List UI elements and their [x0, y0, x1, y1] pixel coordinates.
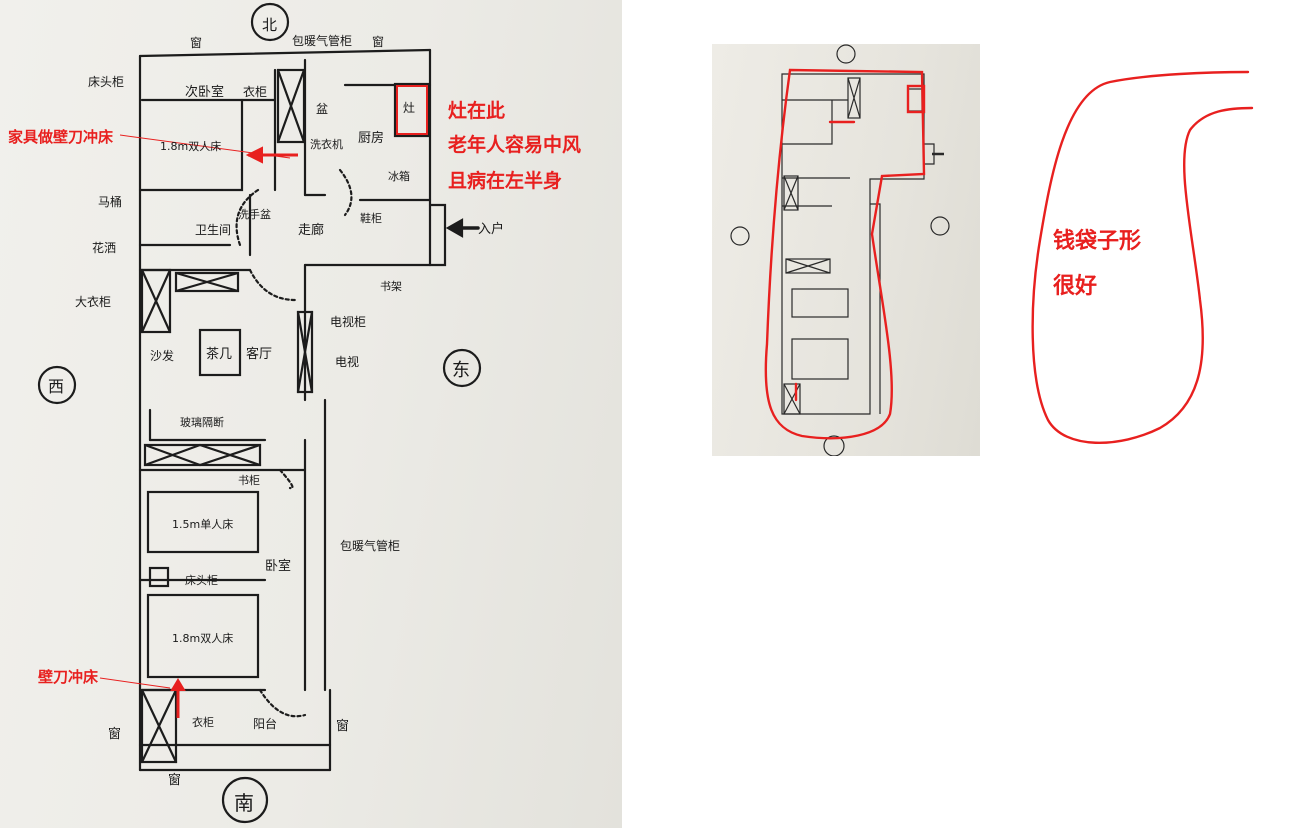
window-top-right-label: 窗 [372, 35, 384, 49]
bedside-bottom-label: 床头柜 [185, 573, 218, 587]
floor-plan-drawing: 北 南 西 东 窗 包暖气管柜 窗 床头柜 次卧室 衣柜 1.8m双人床 盆 灶… [37, 2, 504, 824]
bed-18-top-label: 1.8m双人床 [160, 139, 221, 153]
kitchen-basin-label: 盆 [316, 102, 328, 116]
hidden-pipe-right-label: 包暖气管柜 [340, 538, 400, 553]
tv-cabinet-label: 电视柜 [330, 314, 366, 329]
money-bag-note-line-1: 钱袋子形 [1053, 229, 1142, 254]
bed-18-bottom-label: 1.8m双人床 [172, 631, 233, 645]
washer-label: 洗衣机 [310, 137, 343, 151]
furniture-blade-note: 家具做壁刀冲床 [8, 128, 114, 146]
kitchen-label: 厨房 [358, 130, 384, 146]
tv-label: 电视 [335, 354, 359, 369]
bookshelf-label: 书架 [380, 280, 402, 293]
shoe-cabinet-label: 鞋柜 [360, 211, 382, 225]
glass-partition-label: 玻璃隔断 [180, 415, 224, 429]
balcony-label: 阳台 [253, 716, 277, 731]
stove-note-line-1: 灶在此 [448, 100, 506, 122]
entrance-label: 入户 [478, 221, 504, 237]
compass-east-label: 东 [452, 360, 470, 381]
shower-label: 花洒 [92, 240, 116, 255]
sofa-label: 沙发 [150, 348, 174, 363]
corridor-label: 走廊 [298, 222, 324, 238]
bath-basin-label: 洗手盆 [238, 207, 271, 221]
bedside-top-label: 床头柜 [88, 75, 124, 89]
window-bottom-right-label: 窗 [336, 718, 349, 734]
fridge-label: 冰箱 [388, 169, 410, 183]
window-bottom-left-label: 窗 [108, 726, 121, 742]
compass-south-label: 南 [234, 791, 254, 815]
floor-plan-photo-right [712, 44, 980, 456]
hidden-pipe-top-label: 包暖气管柜 [292, 33, 352, 48]
bed-15-label: 1.5m单人床 [172, 517, 233, 531]
master-bedroom-label: 卧室 [265, 558, 291, 574]
bookcase-label: 书柜 [238, 474, 260, 487]
closet-bottom-label: 衣柜 [192, 715, 214, 729]
window-bottom-label: 窗 [168, 772, 181, 788]
floor-plan-photo-left: 北 南 西 东 窗 包暖气管柜 窗 床头柜 次卧室 衣柜 1.8m双人床 盆 灶… [0, 0, 622, 828]
window-top-label: 窗 [190, 36, 202, 50]
big-wardrobe-label: 大衣柜 [75, 294, 111, 309]
wardrobe-top-label: 衣柜 [243, 84, 267, 99]
compass-north-label: 北 [262, 16, 277, 34]
blade-bed-note: 壁刀冲床 [38, 668, 99, 686]
stove-note-line-2: 老年人容易中风 [448, 134, 582, 156]
floor-plan-thumbnail [730, 44, 950, 456]
second-bedroom-label: 次卧室 [185, 84, 224, 100]
money-bag-note-line-2: 很好 [1053, 274, 1098, 299]
living-room-label: 客厅 [246, 346, 272, 362]
toilet-label: 马桶 [98, 194, 122, 209]
compass-west-label: 西 [48, 377, 64, 396]
tea-table-label: 茶几 [206, 346, 232, 362]
stove-note-line-3: 且病在左半身 [448, 170, 563, 192]
bathroom-label: 卫生间 [195, 223, 231, 237]
stove-label: 灶 [403, 101, 415, 115]
